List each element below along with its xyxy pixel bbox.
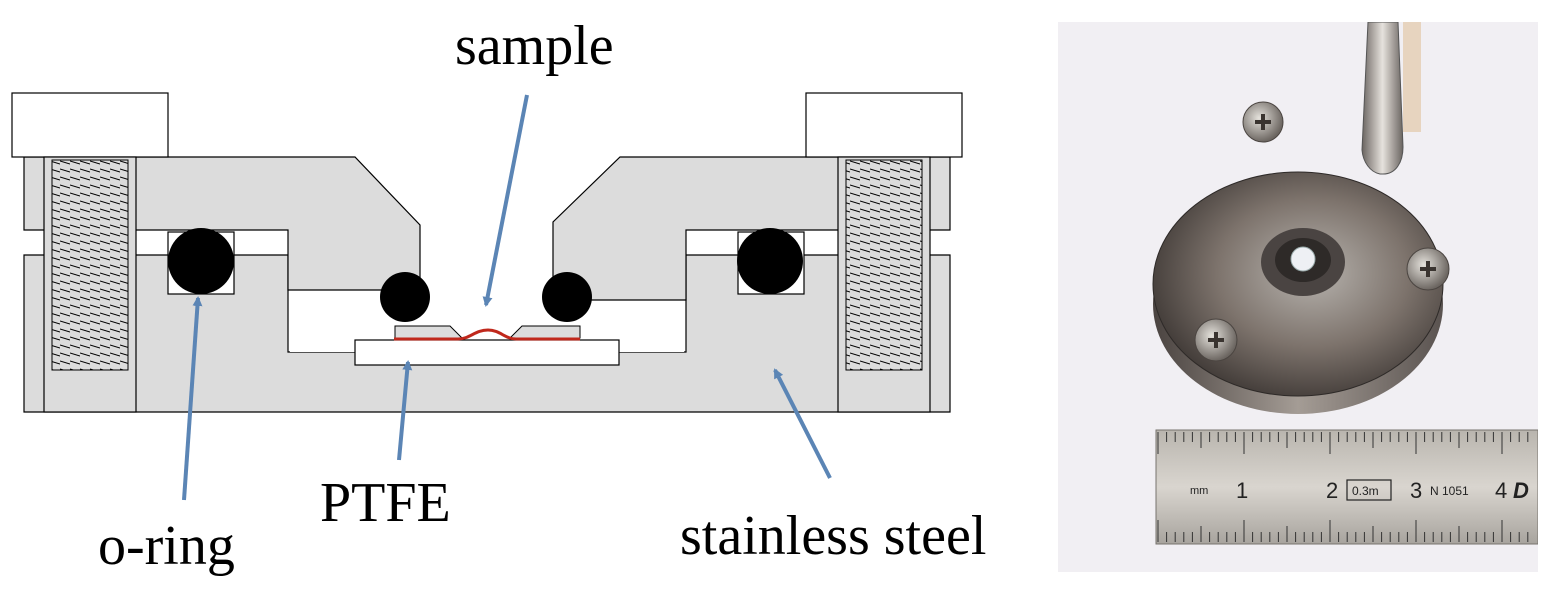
arrow-o-ring bbox=[182, 296, 203, 501]
o-ring-large-right bbox=[737, 228, 803, 294]
ruler-box: 0.3m bbox=[1352, 484, 1379, 498]
cross-section-diagram bbox=[11, 92, 963, 501]
sample-holder-left bbox=[394, 325, 464, 339]
ruler-d: D bbox=[1513, 478, 1529, 503]
phillips-screw-icon bbox=[1406, 247, 1450, 291]
device-photo: mm 1 2 0.3m 3 N 1051 4 D bbox=[1058, 22, 1538, 572]
label-sample: sample bbox=[455, 15, 614, 77]
ruler: mm 1 2 0.3m 3 N 1051 4 D bbox=[1155, 429, 1538, 545]
bolt-head-left bbox=[11, 92, 169, 158]
ruler-2: 2 bbox=[1326, 478, 1338, 503]
ruler-code: N 1051 bbox=[1430, 484, 1469, 498]
sample-holder-right bbox=[508, 325, 581, 339]
ruler-ticks-bottom bbox=[1157, 520, 1529, 542]
label-o-ring: o-ring bbox=[98, 515, 235, 577]
arrow-stainless-steel bbox=[773, 368, 832, 479]
steel-rod bbox=[1361, 22, 1404, 175]
rod-highlight bbox=[1403, 22, 1421, 132]
o-ring-large-left bbox=[168, 228, 234, 294]
phillips-screw-icon bbox=[1194, 318, 1238, 362]
phillips-screw-icon bbox=[1242, 101, 1284, 143]
label-ptfe: PTFE bbox=[320, 472, 451, 534]
o-ring-small-right bbox=[542, 272, 592, 322]
ruler-mm: mm bbox=[1190, 485, 1208, 497]
ptfe-insert bbox=[1290, 246, 1316, 272]
bolt-thread-left bbox=[51, 159, 129, 371]
ruler-4: 4 bbox=[1495, 478, 1507, 503]
arrow-ptfe bbox=[397, 360, 413, 461]
o-ring-small-left bbox=[380, 272, 430, 322]
bolt-thread-right bbox=[845, 159, 923, 371]
bolt-head-right bbox=[805, 92, 963, 158]
ruler-1: 1 bbox=[1236, 478, 1248, 503]
arrow-sample bbox=[482, 94, 529, 307]
ruler-ticks-top bbox=[1157, 432, 1529, 454]
ptfe-plate bbox=[354, 339, 620, 366]
ruler-3: 3 bbox=[1410, 478, 1422, 503]
label-stainless-steel: stainless steel bbox=[680, 505, 987, 567]
sample-membrane bbox=[394, 328, 580, 341]
